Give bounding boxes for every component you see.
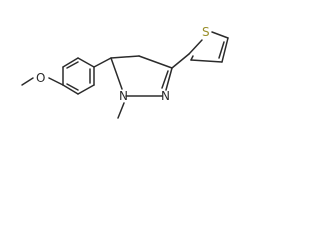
sulfur-atom-label: S — [202, 25, 210, 39]
pyrazoline-c3-n2-bond — [165, 67, 173, 91]
methoxy-group — [21, 77, 64, 86]
ring-nitrogen-atom-label: N — [161, 89, 170, 103]
pyrazoline-c3-n2-double-bond — [161, 70, 169, 89]
benzene-double-bond-3 — [66, 83, 79, 91]
pyrazoline-c5-c4-bond — [110, 55, 140, 59]
thiophene-double-bond-2 — [190, 55, 194, 61]
benzene-ring — [62, 57, 95, 95]
benzene-double-bond-1 — [66, 61, 79, 69]
pyrazoline-c4-c3-bond — [138, 55, 173, 69]
pyrazoline-n1-c5-bond — [110, 57, 123, 90]
aryl-pyrazoline-bond — [93, 57, 112, 68]
methoxy-o-ring-bond — [48, 77, 64, 86]
benzene-bond-2 — [62, 57, 79, 68]
benzene-bond-5 — [77, 84, 95, 95]
benzene-bond-3 — [77, 57, 95, 68]
pyrazoline-thiophene-bond — [171, 53, 190, 69]
n-methyl-bond — [117, 102, 125, 119]
thiophene-c5-c4-bond — [221, 37, 229, 63]
thiophene-c2-s-bond — [188, 39, 203, 55]
oxygen-atom-label: O — [36, 71, 45, 85]
thiophene-s-c5-bond — [211, 31, 229, 39]
methoxy-methyl-bond — [21, 77, 34, 86]
thiophene-ring — [171, 31, 229, 69]
pyrazoline-ring — [110, 55, 173, 97]
methyl-nitrogen-atom-label: N — [119, 89, 128, 103]
thiophene-double-bond-1 — [218, 41, 225, 59]
thiophene-c4-c3-bond — [190, 59, 223, 63]
benzene-bond-6 — [62, 84, 79, 95]
molecule-diagram: O N N S — [21, 25, 229, 119]
